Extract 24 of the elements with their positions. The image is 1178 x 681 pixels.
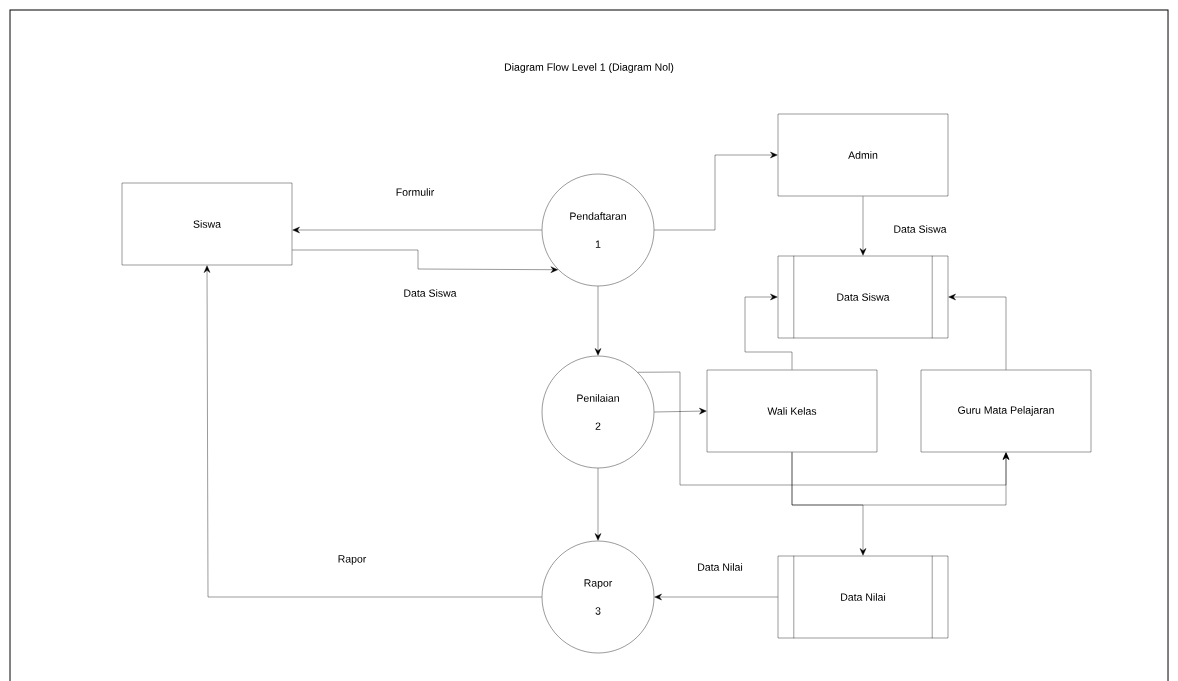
arrow xyxy=(744,293,793,370)
entity-box: Guru Mata Pelajaran xyxy=(920,369,1092,453)
edge-label: Data Siswa xyxy=(892,224,948,234)
arrow xyxy=(948,293,1007,370)
edge-label: Rapor xyxy=(336,554,368,566)
arrow xyxy=(791,452,867,556)
arrow xyxy=(594,286,602,356)
arrow xyxy=(292,249,558,273)
arrow xyxy=(594,468,602,541)
arrow xyxy=(654,151,778,231)
title: Diagram Flow Level 1 (Diagram Nol) xyxy=(504,63,674,73)
arrow xyxy=(654,407,707,415)
edge-label: Formulir xyxy=(394,187,436,197)
data-store: Data Nilai xyxy=(777,555,949,639)
arrow xyxy=(654,593,778,601)
arrow xyxy=(859,196,867,256)
arrow xyxy=(292,226,542,234)
edge-label: Data Nilai xyxy=(696,562,744,572)
entity-box: Wali Kelas xyxy=(706,369,878,453)
arrow xyxy=(203,265,542,598)
entity-box: Admin xyxy=(777,113,949,197)
edge-label: Data Siswa xyxy=(402,288,458,298)
entity-box: Siswa xyxy=(121,182,293,266)
data-store: Data Siswa xyxy=(777,255,949,339)
